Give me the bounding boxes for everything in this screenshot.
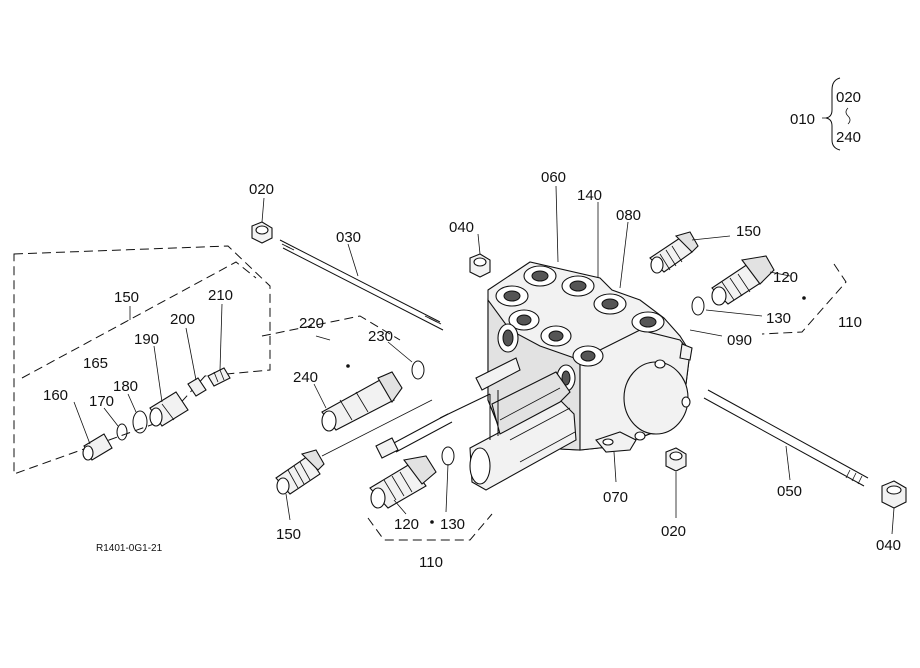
nut-040-top <box>469 253 491 278</box>
callout-220: 220 <box>299 315 324 332</box>
nut-020-bottom <box>665 447 687 472</box>
callout-150-bottom: 150 <box>276 526 301 543</box>
callout-labels: 020 030 040 060 140 080 150 120 130 110 … <box>43 169 901 571</box>
callout-060: 060 <box>541 169 566 186</box>
relief-valve-150-left <box>275 399 433 495</box>
nut-020-top <box>251 221 273 244</box>
callout-230: 230 <box>368 328 393 345</box>
callout-240-range: 240 <box>836 129 861 146</box>
callout-150-right: 150 <box>736 223 761 240</box>
relief-valve-120-right <box>711 255 806 306</box>
o-ring-170 <box>116 423 128 441</box>
leader-lines <box>73 185 895 535</box>
port-bosses <box>495 265 665 367</box>
callout-150-left: 150 <box>114 289 139 306</box>
callout-030: 030 <box>336 229 361 246</box>
callout-240: 240 <box>293 369 318 386</box>
nut-040-bottom <box>881 480 907 509</box>
callout-040-bottom: 040 <box>876 537 901 554</box>
body-190 <box>149 391 189 427</box>
relief-valve-150-right <box>649 231 699 274</box>
relief-valve-assembly-box <box>13 245 271 475</box>
callout-020-top: 020 <box>249 181 274 198</box>
relief-valve-120-bottom <box>369 455 437 524</box>
callout-040-top: 040 <box>449 219 474 236</box>
o-ring-130-bottom <box>441 446 455 466</box>
callout-010: 010 <box>790 111 815 128</box>
bracket-110-bottom <box>367 513 493 541</box>
drawing-code: R1401-0G1-21 <box>96 543 163 554</box>
callout-160: 160 <box>43 387 68 404</box>
o-ring-180 <box>132 410 148 434</box>
callout-120-right: 120 <box>773 269 798 286</box>
callout-200: 200 <box>170 311 195 328</box>
control-valve-body <box>375 261 693 491</box>
callout-080: 080 <box>616 207 641 224</box>
detent-240 <box>321 364 403 432</box>
screw-210 <box>207 367 231 387</box>
callout-130-right: 130 <box>766 310 791 327</box>
callout-170: 170 <box>89 393 114 410</box>
o-ring-230 <box>411 360 425 380</box>
callout-090: 090 <box>727 332 752 349</box>
detent-assembly-box <box>261 315 401 341</box>
callout-130-bottom: 130 <box>440 516 465 533</box>
callout-020-bottom: 020 <box>661 523 686 540</box>
plug-160 <box>82 433 113 461</box>
callout-050: 050 <box>777 483 802 500</box>
callout-190: 190 <box>134 331 159 348</box>
callout-020-range: 020 <box>836 89 861 106</box>
callout-120-bottom: 120 <box>394 516 419 533</box>
o-ring-130-right <box>691 296 705 316</box>
tie-rod-050 <box>703 389 869 487</box>
range-bracket: 010 020 240 <box>790 77 861 151</box>
callout-140: 140 <box>577 187 602 204</box>
callout-110-bottom: 110 <box>419 554 443 571</box>
callout-210: 210 <box>208 287 233 304</box>
callout-110-right: 110 <box>838 314 862 331</box>
callout-070: 070 <box>603 489 628 506</box>
callout-180: 180 <box>113 378 138 395</box>
tie-rod-030 <box>279 239 444 331</box>
nut-200 <box>187 377 207 397</box>
callout-165: 165 <box>83 355 108 372</box>
